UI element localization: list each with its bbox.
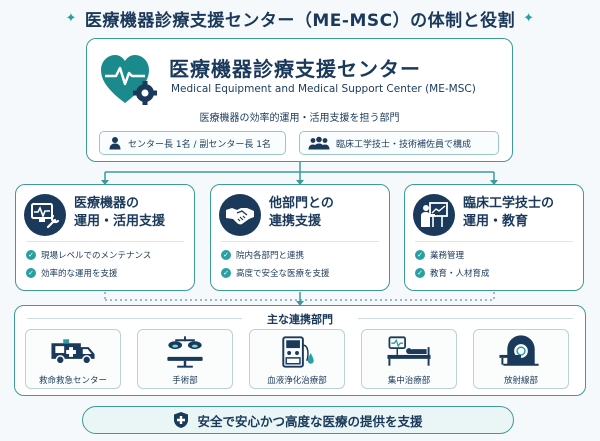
departments-frame: 主な連携部門 救命救急センター 手術部	[14, 305, 586, 396]
department-label: 放射線部	[503, 376, 538, 386]
check-icon: ✓	[221, 268, 231, 278]
sparkle-icon: ✦	[523, 11, 535, 26]
role-card-education: 臨床工学技士の 運用・教育 ✓ 業務管理 ✓ 教育・人材育成	[404, 184, 584, 291]
department-blood-purification: 血液浄化治療部	[249, 329, 345, 389]
divider	[26, 241, 184, 242]
page-title: 医療機器診療支援センター（ME-MSC）の体制と役割	[84, 11, 516, 31]
role-title-line2: 連携支援	[269, 214, 322, 229]
divider	[27, 318, 242, 319]
department-label: 血液浄化治療部	[267, 376, 327, 386]
ambulance-icon	[51, 339, 95, 365]
department-intensive-care: 集中治療部	[361, 329, 457, 389]
role-title-line1: 医療機器の	[74, 196, 140, 211]
role-icon-wrap	[413, 194, 455, 236]
department-emergency: 救命救急センター	[25, 329, 121, 389]
check-icon: ✓	[221, 250, 231, 260]
divider	[415, 241, 573, 242]
shield-cross-icon	[174, 412, 189, 428]
surgical-light-icon	[167, 336, 203, 368]
role-bullet: ✓ 業務管理	[415, 249, 464, 261]
role-bullet-text: 院内各部門と連携	[236, 251, 305, 261]
dialysis-machine-icon	[282, 336, 314, 368]
department-label: 手術部	[172, 376, 198, 386]
monitor-wrench-icon	[31, 203, 59, 228]
hospital-bed-icon	[387, 336, 431, 366]
mission-text: 安全で安心かつ高度な医療の提供を支援	[197, 413, 423, 429]
center-card: 医療機器診療支援センター Medical Equipment and Medic…	[86, 38, 513, 162]
department-label: 救命救急センター	[38, 376, 107, 386]
role-title-line1: 他部門との	[269, 196, 334, 211]
check-icon: ✓	[26, 250, 36, 260]
center-name-ja: 医療機器診療支援センター	[169, 57, 421, 81]
role-title: 医療機器の 運用・活用支援	[74, 195, 165, 231]
department-surgery: 手術部	[137, 329, 233, 389]
role-bullet-text: 高度で安全な医療を支援	[236, 269, 330, 279]
role-bullet: ✓ 高度で安全な医療を支援	[221, 267, 330, 279]
role-bullet: ✓ 効率的な運用を支援	[26, 267, 118, 279]
handshake-icon	[226, 208, 254, 225]
role-title-line2: 運用・活用支援	[74, 214, 166, 229]
page-title-row: ✦ 医療機器診療支援センター（ME-MSC）の体制と役割 ✦	[0, 6, 600, 31]
role-bullet: ✓ 院内各部門と連携	[221, 249, 304, 261]
person-icon	[109, 137, 121, 150]
sparkle-icon: ✦	[65, 11, 77, 26]
teacher-board-icon	[421, 202, 448, 227]
staff-leaders-pill: センター長 1名 / 副センター長 1名	[99, 131, 286, 155]
department-radiology: 放射線部	[473, 329, 569, 389]
role-icon-wrap	[219, 194, 261, 236]
group-icon	[308, 136, 330, 150]
role-bullet-text: 現場レベルでのメンテナンス	[41, 251, 152, 261]
role-card-equipment: 医療機器の 運用・活用支援 ✓ 現場レベルでのメンテナンス ✓ 効率的な運用を支…	[15, 184, 195, 291]
check-icon: ✓	[415, 268, 425, 278]
role-title: 臨床工学技士の 運用・教育	[463, 195, 554, 231]
role-title-line2: 運用・教育	[463, 214, 529, 229]
check-icon: ✓	[26, 268, 36, 278]
divider	[221, 241, 379, 242]
center-subtitle: 医療機器の効率的運用・活用支援を担う部門	[199, 113, 400, 124]
ct-scanner-icon	[499, 335, 539, 366]
role-bullet: ✓ 教育・人材育成	[415, 267, 490, 279]
role-icon-wrap	[24, 194, 66, 236]
role-bullet: ✓ 現場レベルでのメンテナンス	[26, 249, 151, 261]
role-card-collaboration: 他部門との 連携支援 ✓ 院内各部門と連携 ✓ 高度で安全な医療を支援	[210, 184, 390, 291]
role-bullet-text: 教育・人材育成	[430, 269, 490, 279]
role-title: 他部門との 連携支援	[269, 195, 334, 231]
check-icon: ✓	[415, 250, 425, 260]
departments-heading: 主な連携部門	[267, 313, 333, 326]
role-title-line1: 臨床工学技士の	[463, 196, 555, 211]
divider	[358, 318, 573, 319]
mission-banner: 安全で安心かつ高度な医療の提供を支援	[82, 406, 514, 434]
staff-members-pill: 臨床工学技士・技術補佐員で構成	[299, 131, 499, 155]
role-bullet-text: 業務管理	[430, 251, 465, 261]
heart-gear-icon	[101, 55, 157, 105]
staff-leaders-text: センター長 1名 / 副センター長 1名	[128, 139, 271, 150]
center-name-en: Medical Equipment and Medical Support Ce…	[171, 83, 476, 95]
staff-members-text: 臨床工学技士・技術補佐員で構成	[336, 139, 472, 150]
role-bullet-text: 効率的な運用を支援	[41, 269, 118, 279]
department-label: 集中治療部	[387, 376, 431, 386]
